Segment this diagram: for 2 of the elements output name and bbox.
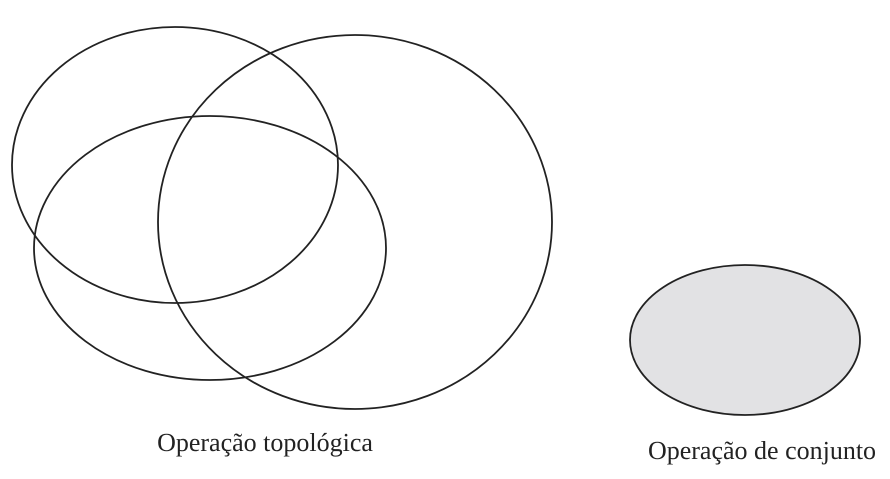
figure-caption: Operação topológica [157, 428, 373, 458]
figure-caption: Operação de conjunto [648, 436, 876, 466]
